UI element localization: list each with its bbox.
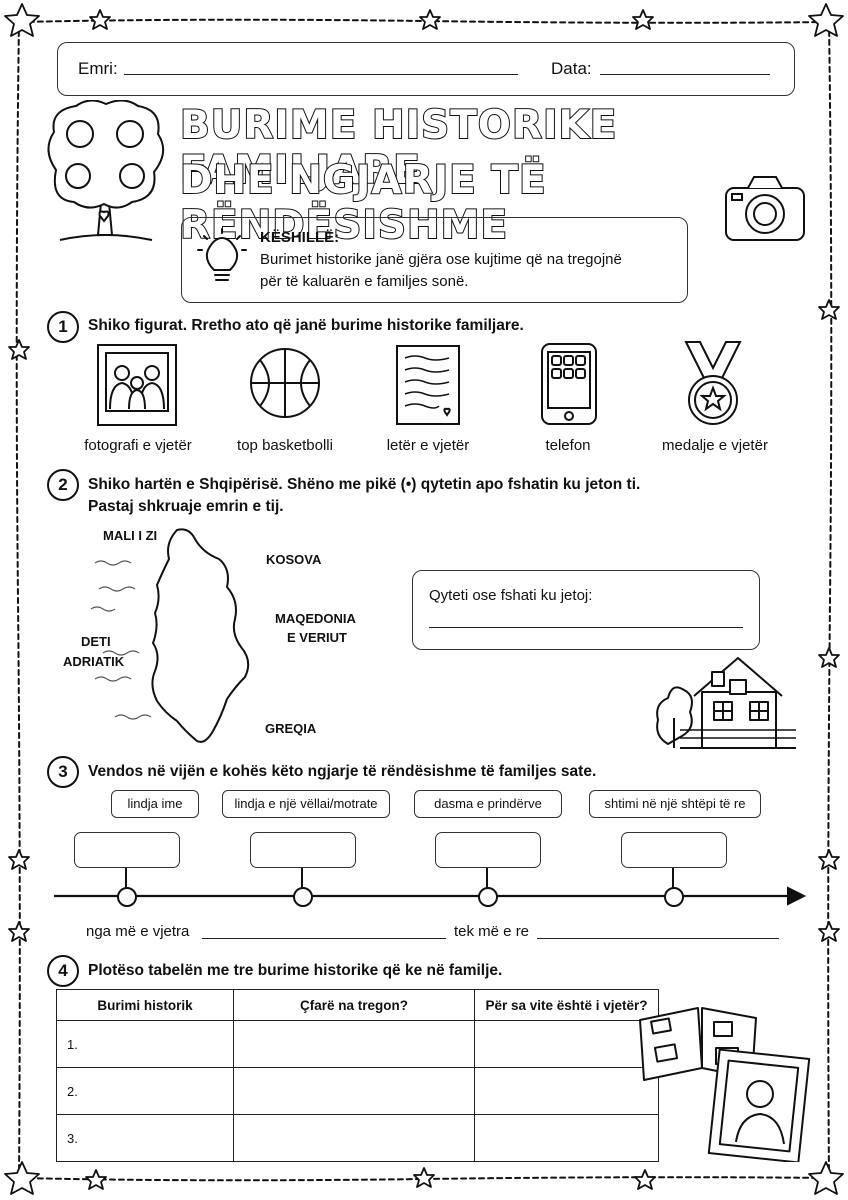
timeline-point[interactable] [117, 887, 137, 907]
timeline-newer-label: tek më e re [454, 923, 530, 940]
older-answer-field[interactable] [202, 938, 446, 939]
date-field[interactable] [600, 74, 770, 75]
star-icon [818, 849, 840, 870]
question-3-text: Vendos në vijën e kohës këto ngjarje të … [88, 763, 597, 780]
row-number: 1. [56, 1020, 234, 1068]
caption-phone: telefon [545, 437, 591, 454]
star-icon [808, 1161, 844, 1195]
table-row: 1. [56, 1020, 659, 1068]
basketball-icon[interactable] [248, 346, 322, 420]
timeline-point[interactable] [664, 887, 684, 907]
table-cell[interactable] [474, 1067, 659, 1115]
star-icon [4, 3, 40, 37]
timeline-point[interactable] [293, 887, 313, 907]
tip-box [181, 217, 688, 303]
timeline-answer-box[interactable] [74, 832, 180, 868]
map-label-sea-1: DETI [81, 634, 111, 649]
question-1-text: Shiko figurat. Rretho ato që janë burime… [88, 317, 524, 334]
map-label-montenegro: MALI I ZI [103, 528, 158, 543]
caption-old-photo: fotografi e vjetër [84, 437, 192, 454]
caption-basketball: top basketbolli [237, 437, 333, 454]
question-number-2: 2 [47, 469, 79, 501]
timeline-point[interactable] [478, 887, 498, 907]
event-card-new-house[interactable]: shtimi në një shtëpi të re [589, 790, 761, 818]
sources-table: Burimi historik Çfarë na tregon? Për sa … [56, 989, 659, 1162]
city-label: Qyteti ose fshati ku jetoj: [429, 587, 593, 604]
city-answer-field[interactable] [429, 627, 743, 628]
row-number: 2. [56, 1067, 234, 1115]
question-number-1: 1 [47, 311, 79, 343]
question-number-4: 4 [47, 955, 79, 987]
photo-album-icon [639, 1007, 811, 1162]
map-label-sea-2: ADRIATIK [63, 654, 125, 669]
lightbulb-icon [197, 228, 247, 281]
page-title-line2: DHE NGJARJE TË RËNDËSISHME [179, 157, 547, 249]
row-number: 3. [56, 1114, 234, 1162]
family-tree-icon [47, 100, 165, 241]
house-icon [656, 657, 796, 749]
name-label: Emri: [78, 59, 118, 78]
page-title-line1: BURIME HISTORIKE FAMILJARE [179, 102, 618, 194]
table-row: 3. [56, 1114, 659, 1162]
question-4-text: Plotëso tabelën me tre burime historike … [88, 962, 503, 979]
newer-answer-field[interactable] [537, 938, 779, 939]
medal-icon[interactable] [680, 338, 746, 428]
timeline-answer-box[interactable] [621, 832, 727, 868]
event-card-parents-wedding[interactable]: dasma e prindërve [414, 790, 562, 818]
timeline-answer-box[interactable] [435, 832, 541, 868]
star-icon [632, 9, 654, 30]
star-icon [8, 849, 30, 870]
table-cell[interactable] [233, 1020, 475, 1068]
table-cell[interactable] [233, 1067, 475, 1115]
question-2-text-line2: Pastaj shkruaje emrin e tij. [88, 498, 284, 515]
old-letter-icon[interactable] [395, 344, 461, 426]
tip-text-line2: për të kaluarën e familjes sonë. [260, 273, 469, 290]
map-label-greece: GREQIA [265, 721, 317, 736]
date-label: Data: [551, 59, 592, 78]
caption-old-medal: medalje e vjetër [662, 437, 768, 454]
table-row: 2. [56, 1067, 659, 1115]
camera-icon [725, 176, 805, 241]
star-icon [4, 1161, 40, 1195]
star-icon [634, 1169, 656, 1190]
star-icon [85, 1169, 107, 1190]
table-header: Çfarë na tregon? [233, 989, 475, 1021]
star-icon [818, 921, 840, 942]
star-icon [419, 9, 441, 30]
star-icon [818, 299, 840, 320]
timeline-older-label: nga më e vjetra [86, 923, 190, 940]
map-label-macedonia-2: E VERIUT [287, 630, 347, 645]
star-icon [8, 921, 30, 942]
phone-icon[interactable] [540, 342, 598, 426]
caption-old-letter: letër e vjetër [386, 437, 470, 454]
table-cell[interactable] [474, 1020, 659, 1068]
albania-map[interactable] [85, 525, 285, 750]
event-card-my-birth[interactable]: lindja ime [111, 790, 199, 818]
star-icon [89, 9, 111, 30]
table-cell[interactable] [233, 1114, 475, 1162]
tip-text-line1: Burimet historike janë gjëra ose kujtime… [260, 251, 622, 268]
city-answer-box [412, 570, 760, 650]
timeline-answer-box[interactable] [250, 832, 356, 868]
table-cell[interactable] [474, 1114, 659, 1162]
star-icon [808, 3, 844, 37]
question-number-3: 3 [47, 756, 79, 788]
name-field[interactable] [124, 74, 518, 75]
star-icon [413, 1167, 435, 1188]
table-header: Për sa vite është i vjetër? [474, 989, 659, 1021]
table-header: Burimi historik [56, 989, 234, 1021]
tip-title: KËSHILLË: [260, 229, 340, 246]
map-label-kosovo: KOSOVA [266, 552, 322, 567]
star-icon [818, 647, 840, 668]
old-photo-icon[interactable] [96, 343, 178, 428]
star-icon [8, 339, 30, 360]
question-2-text-line1: Shiko hartën e Shqipërisë. Shëno me pikë… [88, 476, 641, 493]
event-card-sibling-birth[interactable]: lindja e një vëllai/motrate [222, 790, 390, 818]
name-date-box [57, 42, 795, 96]
timeline [54, 868, 807, 906]
map-label-macedonia-1: MAQEDONIA [275, 611, 356, 626]
